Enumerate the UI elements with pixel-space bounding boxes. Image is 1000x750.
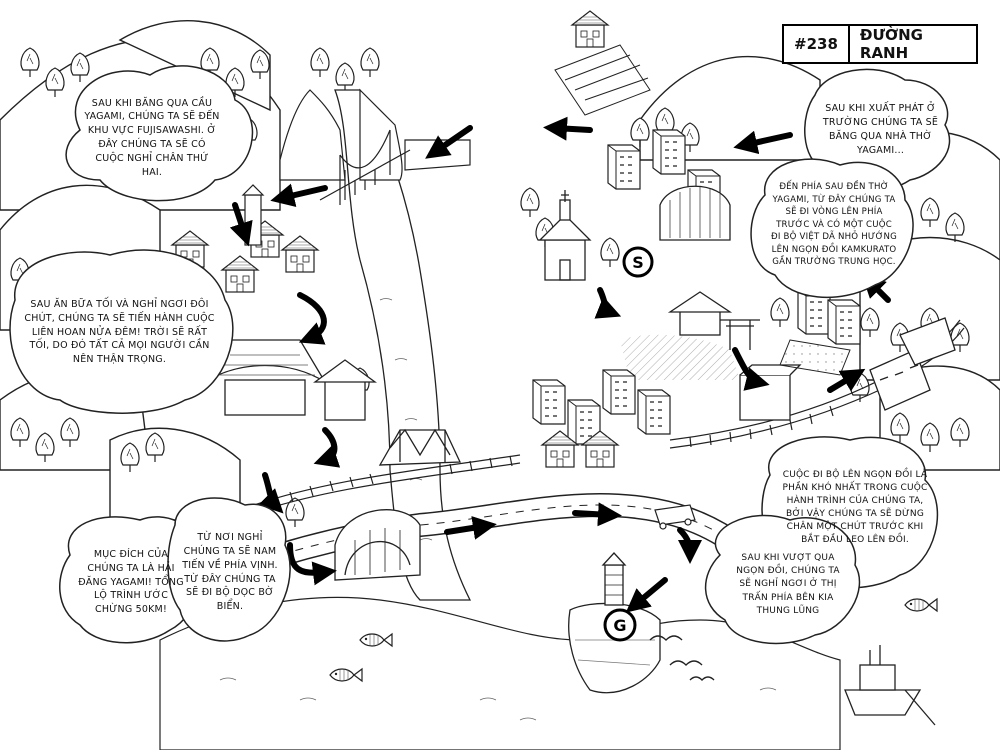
start-marker: S [622,246,654,278]
train [869,317,956,411]
bubble-goal-text: MỤC ĐÍCH CỦA CHÚNG TA LÀ HẢI ĐĂNG YAGAMI… [78,549,184,616]
fishing-boat [844,645,936,726]
bubble-fujisawashi: SAU KHI BĂNG QUA CẦU YAGAMI, CHÚNG TA SẼ… [82,88,222,188]
yagami-church [538,190,592,281]
bubble-hill-text: CUỘC ĐI BỘ LÊN NGỌN ĐỒI LÀ PHẦN KHÓ NHẤT… [782,469,928,546]
bubble-south: TỪ NƠI NGHỈ CHÚNG TA SẼ NAM TIẾN VỀ PHÍA… [180,515,280,630]
bubble-start: SAU KHI XUẤT PHÁT Ở TRƯỜNG CHÚNG TA SẼ B… [818,80,943,180]
bubble-south-text: TỪ NƠI NGHỈ CHÚNG TA SẼ NAM TIẾN VỀ PHÍA… [182,532,278,613]
sea-life [329,598,938,682]
chapter-title-box: #238 ĐƯỜNG RANH [782,24,978,64]
school [607,129,731,241]
temple [204,339,377,421]
bubble-kamkurato-text: ĐẾN PHÍA SAU ĐỀN THỜ YAGAMI, TỪ ĐÂY CHÚN… [771,182,897,268]
svg-text:S: S [632,253,644,272]
bubble-valley: SAU KHI VƯỢT QUA NGỌN ĐỒI, CHÚNG TA SẼ N… [728,535,848,635]
bubble-night-hike-text: SAU ĂN BỮA TỐI VÀ NGHỈ NGƠI ĐÔI CHÚT, CH… [24,299,215,366]
river [334,89,472,601]
bubble-start-text: SAU KHI XUẤT PHÁT Ở TRƯỜNG CHÚNG TA SẼ B… [822,103,939,156]
road-arch-bridge [334,509,421,581]
mountain-valley [279,88,471,181]
chapter-title: ĐƯỜNG RANH [859,26,923,62]
yagami-shrine [620,291,760,380]
bubble-night-hike: SAU ĂN BỮA TỐI VÀ NGHỈ NGƠI ĐÔI CHÚT, CH… [22,270,217,395]
yagami-suspension-bridge [319,129,411,205]
bubble-goal: MỤC ĐÍCH CỦA CHÚNG TA LÀ HẢI ĐĂNG YAGAMI… [75,530,187,635]
car [654,504,696,530]
bubble-fujisawashi-text: SAU KHI BĂNG QUA CẦU YAGAMI, CHÚNG TA SẼ… [84,97,220,178]
bubble-hill: CUỘC ĐI BỘ LÊN NGỌN ĐỒI LÀ PHẦN KHÓ NHẤT… [780,448,930,568]
goal-marker: G [603,608,637,642]
rail-truss-bridge [378,428,462,466]
farm [554,10,651,116]
svg-text:G: G [613,616,626,635]
speech-clouds [9,65,951,645]
bubble-valley-text: SAU KHI VƯỢT QUA NGỌN ĐỒI, CHÚNG TA SẼ N… [736,553,840,616]
bubble-kamkurato: ĐẾN PHÍA SAU ĐỀN THỜ YAGAMI, TỪ ĐÂY CHÚN… [768,170,900,280]
lighthouse-peninsula [568,552,661,694]
high-school-kamkurato [779,289,861,376]
chapter-number: #238 [784,26,850,62]
